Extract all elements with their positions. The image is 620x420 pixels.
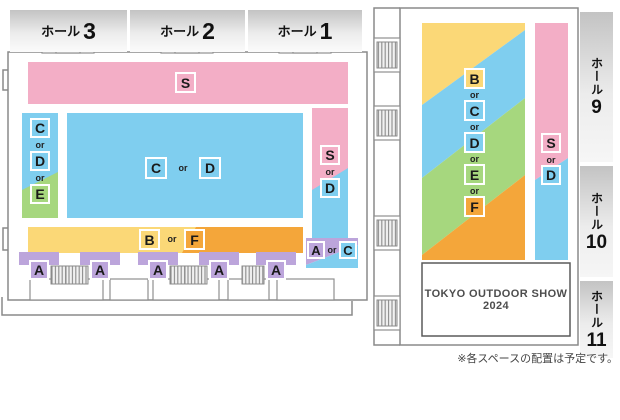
bay-room [276, 278, 335, 301]
zone-letter-d: D [464, 132, 485, 153]
hall-3-header: ホール 3 [10, 10, 127, 52]
or-label: or [470, 122, 479, 132]
or-label: or [325, 167, 335, 177]
bay-room [109, 278, 149, 301]
or-label: or [327, 245, 337, 255]
escalator-icon [376, 41, 398, 69]
zone-letter-d: D [199, 157, 221, 179]
escalator-icon [241, 265, 265, 285]
entrance-a-label: A [29, 260, 49, 280]
left-wall-notch-top [2, 69, 8, 91]
or-label: or [470, 154, 479, 164]
zone-stripe-orange [422, 175, 525, 260]
hall-9-header: ホール 9 [580, 12, 613, 162]
s-zone-label: S [175, 72, 196, 93]
hall-name: ホール [41, 23, 81, 39]
hall-2-header: ホール 2 [130, 10, 245, 52]
zone-stripe-yellow [422, 23, 525, 105]
escalator-icon [65, 265, 89, 285]
zone-letter-c: C [464, 100, 485, 121]
or-label: or [470, 186, 479, 196]
show-title: TOKYO OUTDOOR SHOW 2024 [424, 287, 568, 312]
hall-10-header: ホール 10 [580, 166, 613, 277]
escalator-icon [376, 109, 398, 137]
hall-name: ホール [589, 191, 604, 231]
zone-letter-d: D [541, 165, 561, 185]
hall-name: ホール [589, 57, 604, 96]
entrance-a-label: A [90, 260, 110, 280]
hall-number: 11 [586, 329, 607, 351]
zone-letter-a: A [307, 241, 325, 259]
zone-letter-f: F [464, 196, 485, 217]
or-label: or [35, 140, 45, 150]
escalator-icon [184, 265, 208, 285]
zone-letter-f: F [184, 229, 205, 250]
zone-letter-b: B [464, 68, 485, 89]
zone-letter-c: C [30, 118, 50, 138]
zone-cd-main [67, 113, 303, 218]
zone-letter-d: D [30, 151, 50, 171]
or-label: or [167, 234, 177, 244]
zone-bf-strip-orange [182, 227, 303, 253]
zone-letter-c: C [145, 157, 167, 179]
hall-11-header: ホール 11 [580, 281, 613, 358]
hall-1-header: ホール 1 [248, 10, 362, 52]
hall-number: 3 [83, 17, 96, 44]
hall-number: 10 [585, 231, 608, 253]
footnote: ※各スペースの配置は予定です。 [457, 353, 618, 365]
left-wall-notch-bottom [2, 227, 8, 251]
or-label: or [178, 163, 188, 173]
escalator-icon [376, 219, 398, 247]
zone-letter-b: B [139, 229, 160, 250]
zone-letter-e: E [464, 164, 485, 185]
hall-name: ホール [160, 23, 200, 39]
entrance-a-label: A [266, 260, 286, 280]
escalator-icon [376, 299, 398, 327]
left-building-baseline [1, 297, 353, 316]
entrance-a-label: A [148, 260, 168, 280]
hall-name: ホール [589, 289, 604, 329]
or-label: or [35, 173, 45, 183]
hall-number: 1 [319, 17, 333, 44]
zone-letter-c: C [339, 241, 357, 259]
zone-letter-e: E [30, 184, 50, 204]
zone-letter-s: S [320, 145, 340, 165]
zone-letter-s: S [541, 133, 561, 153]
hall-number: 2 [202, 17, 215, 44]
show-title-box [421, 262, 571, 337]
or-label: or [546, 155, 556, 165]
zone-letter-d: D [320, 178, 340, 198]
right-building-annex-wall [373, 7, 400, 346]
entrance-a-label: A [209, 260, 229, 280]
hall-number: 9 [591, 97, 602, 118]
hall-name: ホール [277, 23, 317, 39]
or-label: or [470, 90, 479, 100]
